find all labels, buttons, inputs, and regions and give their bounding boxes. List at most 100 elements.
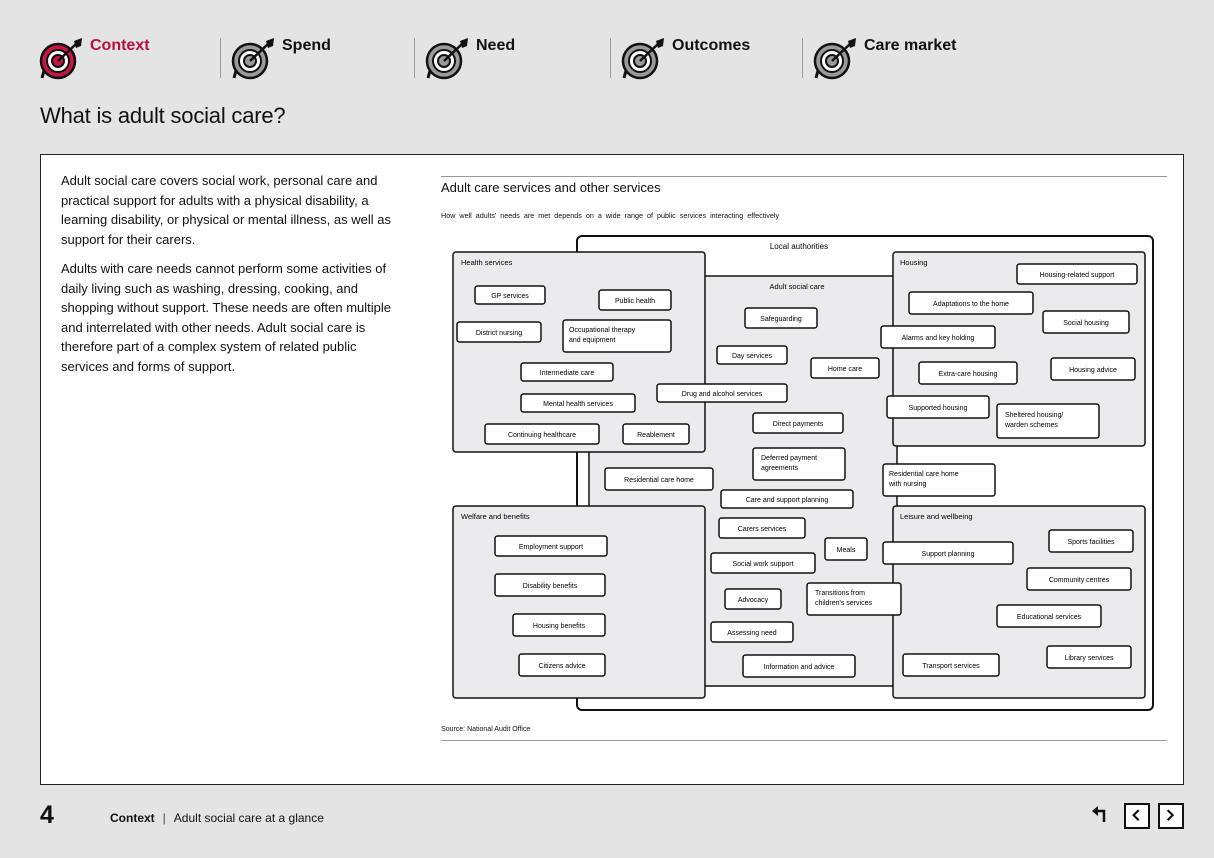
tab-label: Need: [476, 37, 516, 54]
svg-text:Support planning: Support planning: [922, 551, 975, 558]
service-box: Sheltered housing/warden schemes: [996, 403, 1100, 439]
service-box: Public health: [598, 289, 672, 311]
page-title: What is adult social care?: [40, 103, 286, 128]
service-box: Housing-related support: [1016, 263, 1138, 285]
tab-label: Context: [90, 37, 150, 54]
tab-divider: [802, 38, 803, 78]
svg-text:Advocacy: Advocacy: [738, 597, 769, 604]
svg-text:Continuing healthcare: Continuing healthcare: [508, 432, 576, 439]
svg-text:Library services: Library services: [1064, 655, 1114, 662]
service-box: Educational services: [996, 604, 1102, 628]
services-diagram: Local authorities Adult social care Heal…: [452, 235, 1154, 711]
group-label: Local authorities: [770, 242, 828, 251]
service-box: Social work support: [710, 552, 816, 574]
group-label: Adult social care: [769, 282, 824, 291]
service-box: Day services: [716, 345, 788, 365]
svg-text:Housing benefits: Housing benefits: [533, 623, 586, 630]
target-icon: [39, 38, 82, 80]
target-icon: [813, 38, 856, 80]
service-box: Meals: [824, 537, 868, 561]
figure-rule: [441, 740, 1167, 741]
return-arrow-icon[interactable]: [1090, 803, 1116, 829]
svg-text:Information and advice: Information and advice: [764, 664, 835, 671]
footer-divider: |: [162, 811, 166, 825]
service-box: Community centres: [1026, 567, 1132, 591]
service-box: Care and support planning: [720, 489, 854, 509]
target-icon: [621, 38, 664, 80]
figure-source: Source: National Audit Office: [441, 726, 531, 733]
service-box: District nursing: [456, 321, 542, 343]
footer-subtitle: Adult social care at a glance: [173, 811, 324, 825]
group-label: Welfare and benefits: [461, 512, 530, 521]
group-label: Health services: [461, 258, 513, 267]
svg-text:Extra-care housing: Extra-care housing: [939, 371, 998, 378]
svg-text:Citizens advice: Citizens advice: [538, 663, 585, 670]
footer-section[interactable]: Context: [110, 811, 155, 825]
service-box: Information and advice: [742, 654, 856, 678]
target-icon: [425, 38, 468, 80]
svg-text:Adaptations to the home: Adaptations to the home: [933, 301, 1009, 308]
svg-text:Residential care home: Residential care home: [624, 477, 694, 484]
service-box: Social housing: [1042, 310, 1130, 334]
service-box: Drug and alcohol services: [656, 383, 788, 403]
service-box: Housing benefits: [512, 613, 606, 637]
tab-divider: [610, 38, 611, 78]
intro-paragraph: Adult social care covers social work, pe…: [61, 173, 391, 247]
svg-text:Alarms and key holding: Alarms and key holding: [902, 335, 975, 342]
service-box: Residential care home: [604, 467, 714, 491]
service-box: GP services: [474, 285, 546, 305]
service-box: Adaptations to the home: [908, 291, 1034, 315]
tab-divider: [220, 38, 221, 78]
target-icon: [231, 38, 274, 80]
tab-divider: [414, 38, 415, 78]
group-label: Housing: [900, 258, 928, 267]
chevron-left-icon[interactable]: [1124, 803, 1150, 829]
figure-subtitle: How well adults' needs are met depends o…: [441, 211, 780, 220]
figure-title: Adult care services and other services: [441, 180, 661, 195]
service-box: Direct payments: [752, 412, 844, 434]
svg-text:Social housing: Social housing: [1063, 320, 1109, 327]
svg-text:Community centres: Community centres: [1049, 577, 1110, 584]
svg-text:Housing advice: Housing advice: [1069, 367, 1117, 374]
service-box: Home care: [810, 357, 880, 379]
svg-text:Public health: Public health: [615, 298, 655, 305]
service-box: Safeguarding: [744, 307, 818, 329]
svg-text:Safeguarding: Safeguarding: [760, 316, 802, 323]
svg-text:Employment support: Employment support: [519, 544, 583, 551]
tab-label: Care market: [864, 37, 957, 54]
service-box: Advocacy: [724, 588, 782, 610]
service-box: Mental health services: [520, 393, 636, 413]
svg-text:Transport services: Transport services: [922, 663, 980, 670]
service-box: Continuing healthcare: [484, 423, 600, 445]
svg-text:Social work support: Social work support: [732, 561, 793, 568]
svg-text:Sports facilities: Sports facilities: [1067, 539, 1115, 546]
group-label: Leisure and wellbeing: [900, 512, 973, 521]
service-box: Disability benefits: [494, 573, 606, 597]
svg-text:Intermediate care: Intermediate care: [540, 370, 595, 377]
service-box: Housing advice: [1050, 357, 1136, 381]
svg-text:Direct payments: Direct payments: [773, 421, 824, 428]
service-box: Extra-care housing: [918, 361, 1018, 385]
svg-text:Meals: Meals: [837, 547, 856, 554]
svg-text:Sheltered housing/warden schem: Sheltered housing/warden schemes: [1004, 412, 1063, 429]
svg-text:Day services: Day services: [732, 353, 773, 360]
chevron-right-icon[interactable]: [1158, 803, 1184, 829]
service-box: Alarms and key holding: [880, 325, 996, 349]
service-box: Support planning: [882, 541, 1014, 565]
figure-rule: [441, 176, 1167, 177]
svg-text:Supported housing: Supported housing: [909, 405, 968, 412]
service-box: Citizens advice: [518, 653, 606, 677]
page-number: 4: [40, 801, 54, 829]
service-box: Employment support: [494, 535, 608, 557]
svg-text:Assessing need: Assessing need: [727, 630, 777, 637]
svg-text:GP services: GP services: [491, 293, 529, 300]
tab-label: Outcomes: [672, 37, 751, 54]
